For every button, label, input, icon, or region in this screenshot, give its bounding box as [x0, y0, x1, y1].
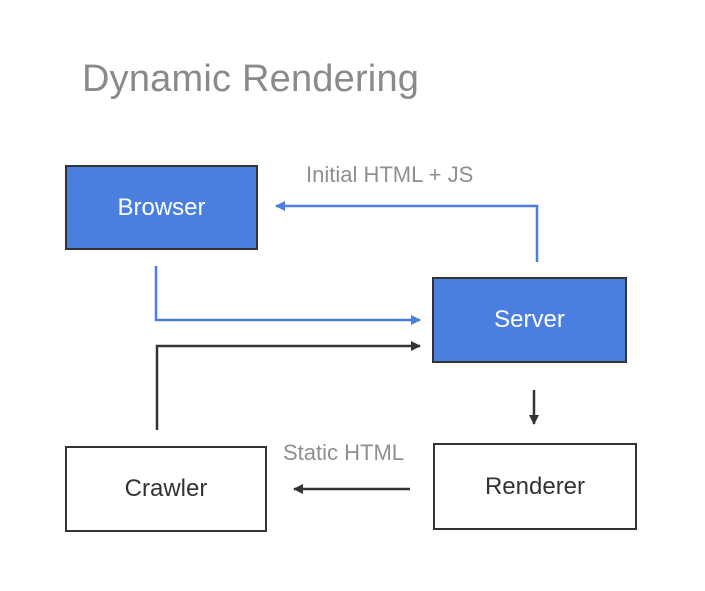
renderer-node: Renderer — [433, 443, 637, 530]
browser-node: Browser — [65, 165, 258, 250]
diagram-title: Dynamic Rendering — [82, 58, 420, 100]
arrow-crawler-to-server — [155, 341, 421, 430]
edge-label-static-html: Static HTML — [283, 440, 405, 465]
crawler-node: Crawler — [65, 446, 267, 532]
crawler-node-label: Crawler — [124, 475, 208, 502]
server-node: Server — [432, 277, 627, 363]
server-node-label: Server — [494, 306, 565, 333]
arrow-browser-to-server — [154, 266, 421, 325]
edge-label-initial-html-js: Initial HTML + JS — [306, 162, 474, 187]
browser-node-label: Browser — [117, 193, 206, 221]
renderer-node-label: Renderer — [484, 472, 586, 500]
arrow-server-to-browser — [275, 201, 539, 262]
